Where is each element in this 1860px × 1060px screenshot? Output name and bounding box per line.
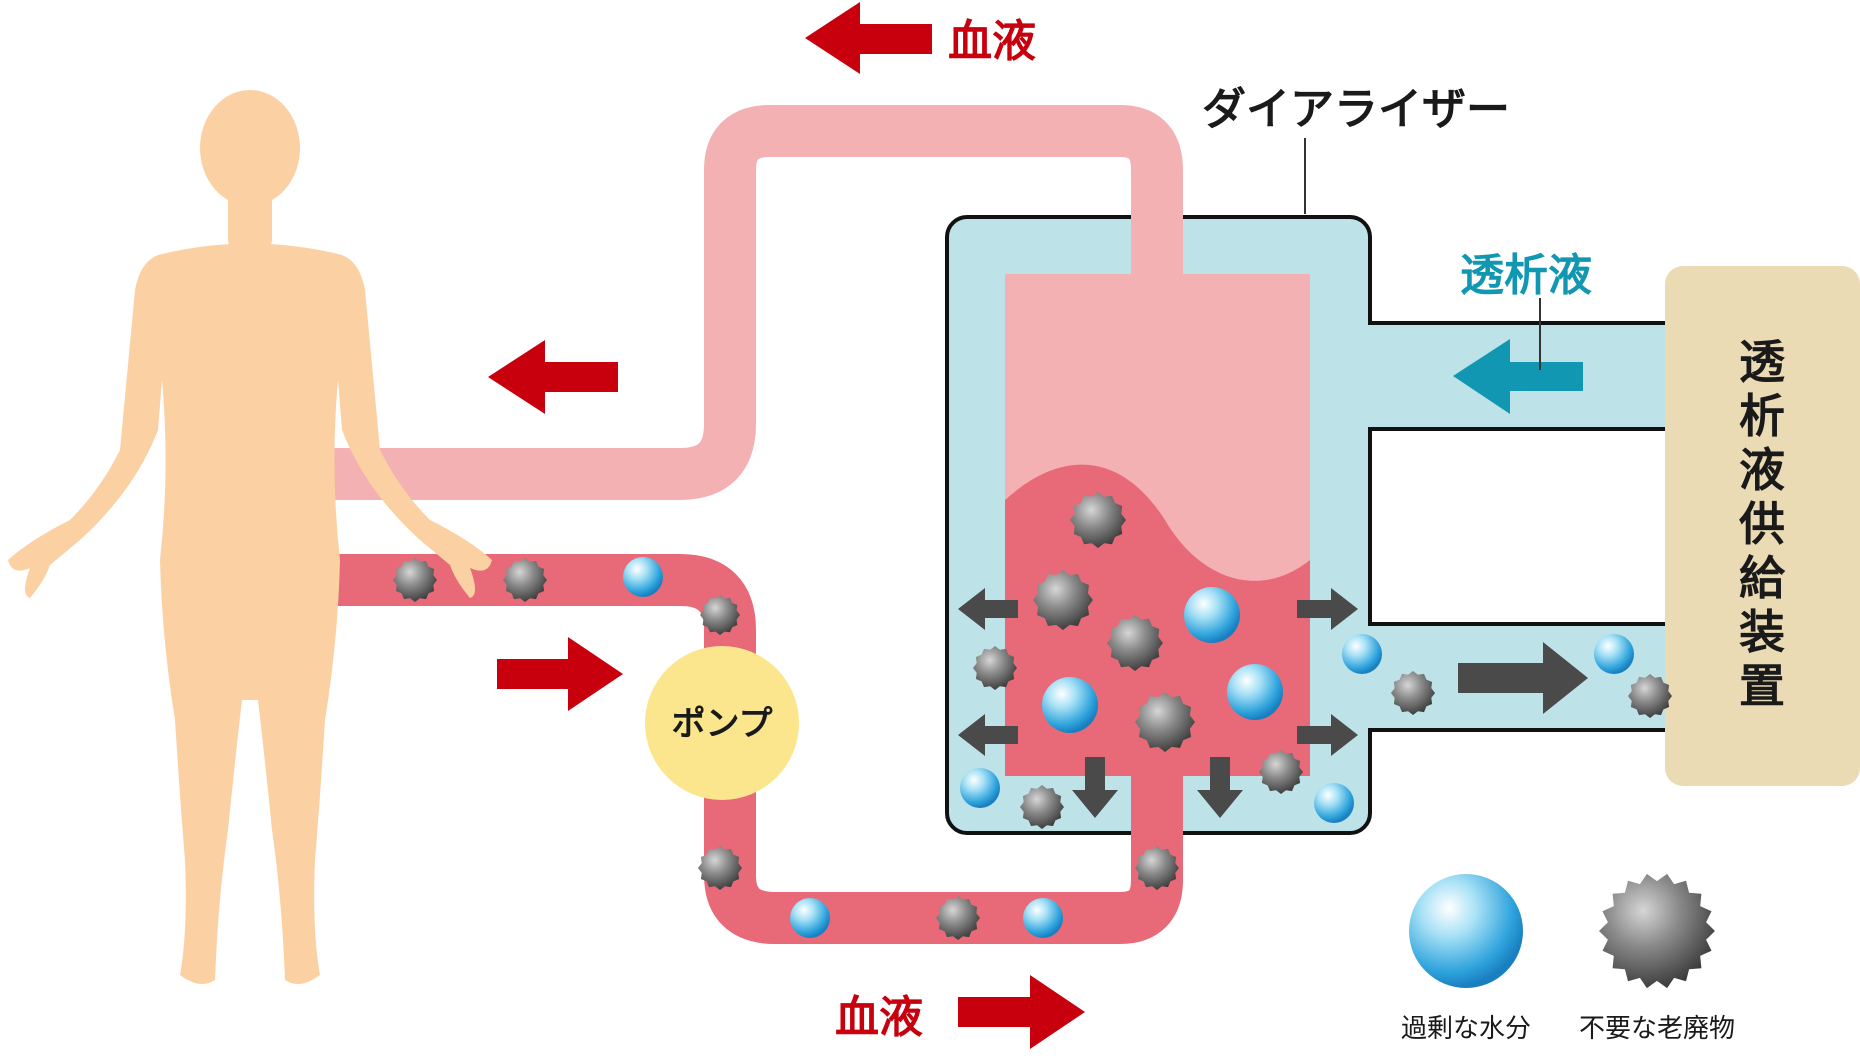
- arrow-blood-top: [805, 2, 932, 74]
- waste-particle-spiky-icon: [698, 846, 742, 890]
- legend-water-icon: [1409, 874, 1523, 988]
- arrow-blood-inflow: [497, 637, 623, 711]
- arrow-gray-group: [958, 588, 1588, 818]
- water-droplet-sphere-icon: [1314, 783, 1354, 823]
- water-droplet-sphere-icon: [1042, 677, 1098, 733]
- arrow-blood-return: [488, 340, 618, 414]
- arrow-blood-bottom: [958, 975, 1085, 1049]
- waste-particles: [393, 492, 1715, 989]
- pump-label: ポンプ: [672, 704, 773, 744]
- water-droplet-sphere-icon: [1342, 634, 1382, 674]
- water-droplets: [623, 557, 1634, 988]
- water-droplet-sphere-icon: [1023, 898, 1063, 938]
- waste-particle-spiky-icon: [503, 558, 547, 602]
- label-dialysate: 透析液: [1460, 250, 1592, 301]
- waste-particle-spiky-icon: [1628, 674, 1672, 718]
- dialysate-supply-device: [1665, 266, 1860, 786]
- label-blood-bottom: 血液: [835, 992, 923, 1043]
- label-dialyzer: ダイアライザー: [1202, 84, 1510, 135]
- waste-particle-spiky-icon: [1107, 615, 1163, 671]
- legend-waste-icon: [1599, 873, 1715, 989]
- waste-particle-spiky-icon: [1391, 671, 1435, 715]
- arrow-dialysate: [1453, 339, 1583, 414]
- water-droplet-sphere-icon: [1227, 664, 1283, 720]
- label-blood-top: 血液: [948, 16, 1036, 67]
- waste-particle-spiky-icon: [393, 558, 437, 602]
- water-droplet-sphere-icon: [623, 557, 663, 597]
- human-body: [8, 90, 492, 984]
- water-droplet-sphere-icon: [1594, 634, 1634, 674]
- waste-particle-spiky-icon: [936, 896, 980, 940]
- water-droplet-sphere-icon: [790, 898, 830, 938]
- waste-particle-spiky-icon: [973, 646, 1017, 690]
- pump: [645, 646, 799, 800]
- legend-water-label: 過剰な水分: [1401, 1014, 1531, 1044]
- water-droplet-sphere-icon: [1184, 587, 1240, 643]
- legend-waste-label: 不要な老廃物: [1579, 1014, 1735, 1044]
- waste-particle-spiky-icon: [700, 595, 740, 635]
- blood-outflow-tube: [330, 554, 1183, 944]
- waste-particle-spiky-icon: [1070, 492, 1126, 548]
- label-supply-device: 透析液供給装置: [1739, 335, 1786, 713]
- waste-particle-spiky-icon: [1020, 785, 1064, 829]
- blood-return-tube: [320, 105, 1183, 500]
- waste-particle-spiky-icon: [1135, 692, 1195, 752]
- waste-particle-spiky-icon: [1259, 750, 1303, 794]
- waste-particle-spiky-icon: [1135, 846, 1179, 890]
- water-droplet-sphere-icon: [960, 768, 1000, 808]
- waste-particle-spiky-icon: [1033, 570, 1093, 630]
